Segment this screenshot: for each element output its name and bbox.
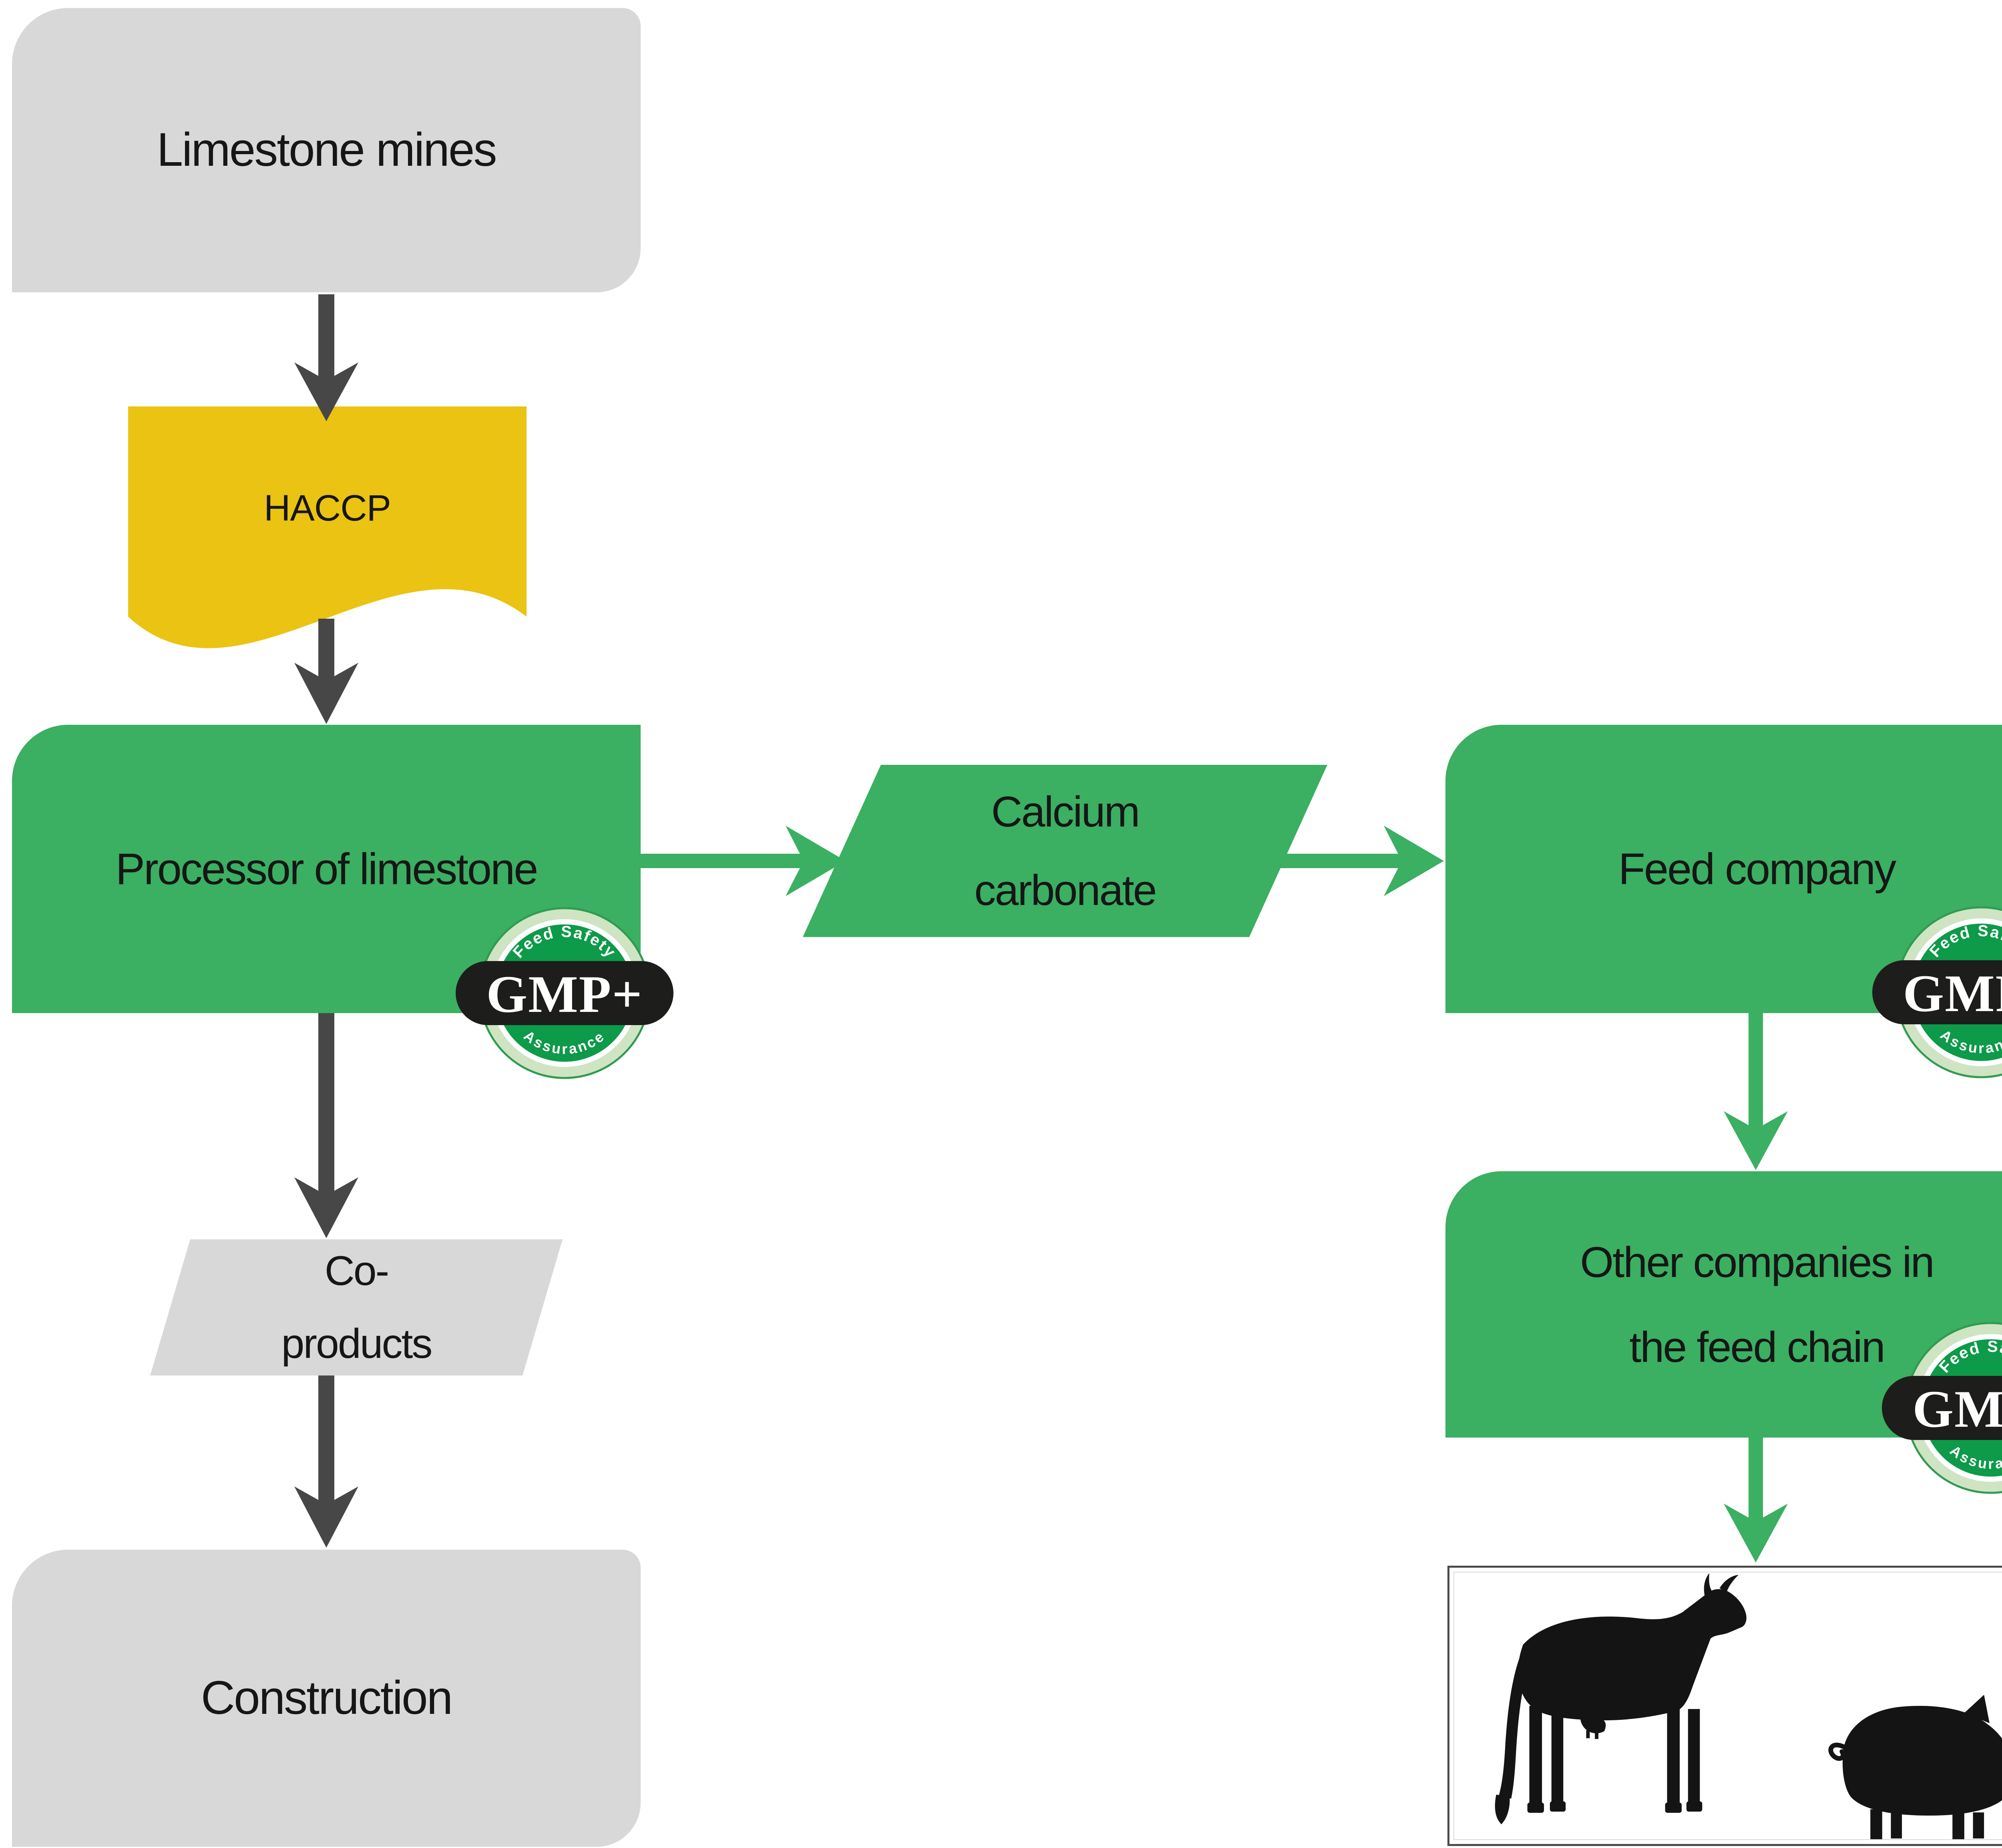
calcium-carbonate-label-line2: carbonate: [974, 866, 1157, 914]
other-companies-label-line2: the feed chain: [1629, 1322, 1885, 1371]
co-products-label-line1: Co-: [324, 1248, 390, 1294]
svg-text:Assurance: Assurance: [521, 1027, 609, 1057]
badge-arc-bottom-label: Assurance: [1938, 1026, 2002, 1056]
limestone-mines-label: Limestone mines: [157, 123, 497, 177]
pig-icon: [1828, 1695, 2002, 1840]
livestock-image: [1447, 1566, 2002, 1846]
livestock-image-inner-border: [1453, 1572, 2002, 1840]
edge-limestone-haccp-arrow: [294, 294, 358, 421]
edge-feedcompany-othercompanies-arrow: [1724, 1013, 1788, 1170]
badge-arc-bottom-label: Assurance: [521, 1027, 607, 1057]
node-limestone-mines: Limestone mines: [12, 8, 641, 292]
badge-arc-bottom-label: Assurance: [1947, 1442, 2002, 1472]
edge-coproducts-construction-arrow: [294, 1375, 358, 1548]
node-haccp: HACCP: [128, 412, 527, 605]
node-construction: Construction: [12, 1550, 641, 1847]
edge-processor-coproducts-arrow: [294, 1013, 358, 1238]
edge-othercompanies-livestock-arrow: [1724, 1438, 1788, 1562]
haccp-document-shape: [128, 406, 527, 648]
construction-label: Construction: [201, 1671, 453, 1725]
processor-of-limestone-label: Processor of limestone: [115, 844, 539, 894]
feed-company-label: Feed company: [1618, 844, 1897, 894]
co-products-label-line2: products: [281, 1321, 433, 1367]
calcium-carbonate-label-line1: Calcium: [991, 787, 1140, 836]
cow-icon: [1495, 1573, 1747, 1824]
node-calcium-carbonate: Calcium carbonate: [803, 765, 1327, 937]
co-products-parallelogram: [150, 1239, 563, 1375]
svg-text:Assurance: Assurance: [1947, 1442, 2002, 1472]
other-companies-label-line1: Other companies in: [1580, 1237, 1934, 1286]
node-co-products: Co- products: [150, 1239, 563, 1375]
node-processor-of-limestone: Processor of limestone: [12, 725, 641, 1013]
haccp-label: HACCP: [263, 488, 391, 529]
svg-text:Assurance: Assurance: [1938, 1026, 2002, 1056]
node-feed-company: Feed company: [1445, 725, 2002, 1013]
node-other-companies: Other companies in the feed chain: [1445, 1171, 2002, 1438]
livestock-silhouettes: [1495, 1573, 2002, 1840]
calcium-carbonate-parallelogram: [803, 765, 1327, 937]
